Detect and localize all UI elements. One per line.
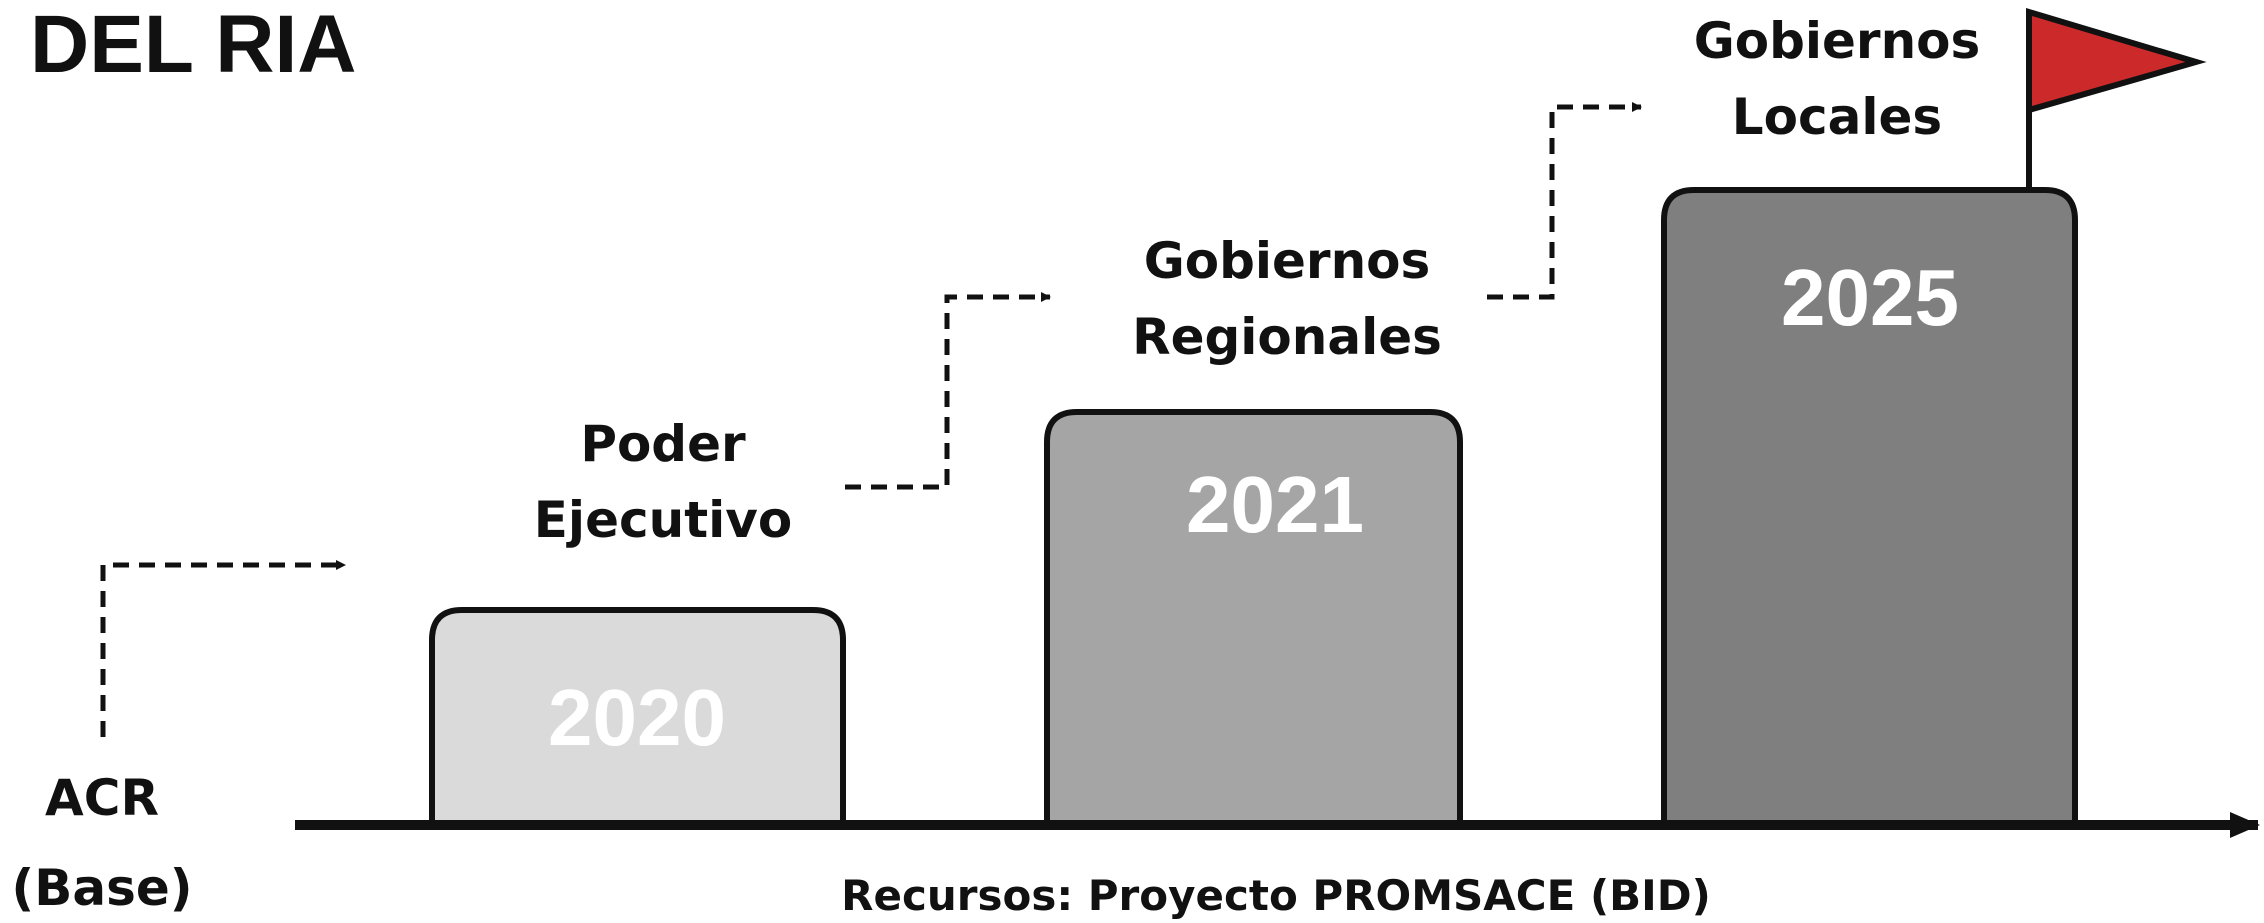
stage-block-2021	[1044, 409, 1463, 828]
stage-label-2020-line2: Ejecutivo	[534, 491, 792, 549]
base-label-line2: (Base)	[11, 859, 192, 917]
stage-label-2021-line1: Gobiernos	[1144, 232, 1431, 290]
stage-year-2020: 2020	[548, 673, 726, 762]
base-label-line1: ACR	[45, 769, 159, 827]
stage-label-2025-line1: Gobiernos	[1694, 12, 1981, 70]
flag-icon	[2026, 7, 2207, 114]
stage-label-2020-line1: Poder	[580, 415, 746, 473]
stage-block-2020	[429, 607, 846, 828]
connector-2021-to-2025	[1487, 102, 1642, 300]
stage-label-2025-line2: Locales	[1732, 88, 1942, 146]
stage-block-2025	[1661, 187, 2078, 828]
stage-year-2025: 2025	[1781, 253, 1959, 342]
stage-label-2021-line2: Regionales	[1132, 308, 1442, 366]
stage-year-2021: 2021	[1186, 460, 1364, 549]
connector-2020-to-2021	[845, 292, 1051, 490]
page-title: DEL RIA	[30, 0, 357, 90]
connector-base-to-2020	[100, 560, 346, 737]
footer-resources: Recursos: Proyecto PROMSACE (BID)	[841, 871, 1711, 920]
